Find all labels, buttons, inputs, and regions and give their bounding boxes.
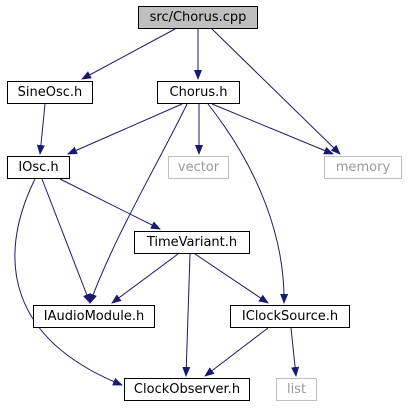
edge-timevariant-to-iclocksource [194,253,269,304]
edge-iclocksource-to-list [290,327,300,377]
edge-timevariant-to-clockobserver [182,253,191,377]
edge-chorus-to-iaudiomodule [89,103,188,304]
edge-chorus-to-iosc [67,103,183,155]
node-chorus-h[interactable]: Chorus.h [157,81,240,104]
edge-chorus-to-memory [211,103,334,155]
edge-chorus-to-iclocksource [207,103,289,304]
node-iaudiomodule-h[interactable]: IAudioModule.h [33,305,155,328]
edge-root-to-memory [211,28,341,155]
edge-iosc-to-iaudiomodule [41,178,91,304]
node-iosc-h[interactable]: IOsc.h [7,156,70,179]
edge-sineosc-to-iosc [36,103,46,155]
node-timevariant-h[interactable]: TimeVariant.h [134,231,250,254]
node-vector: vector [168,156,229,179]
node-memory: memory [324,156,402,179]
edge-timevariant-to-iaudiomodule [111,253,179,304]
edge-iosc-to-clockobserver [14,178,123,386]
node-iclocksource-h[interactable]: IClockSource.h [230,305,350,328]
node-list: list [276,378,317,401]
edge-root-to-sineosc [81,28,176,80]
edge-iosc-to-timevariant [59,178,161,230]
node-sineosc-h[interactable]: SineOsc.h [7,81,93,104]
node-clockobserver-h[interactable]: ClockObserver.h [124,378,250,401]
edge-iclocksource-to-clockobserver [204,327,269,377]
node-src-chorus-cpp[interactable]: src/Chorus.cpp [138,6,258,29]
